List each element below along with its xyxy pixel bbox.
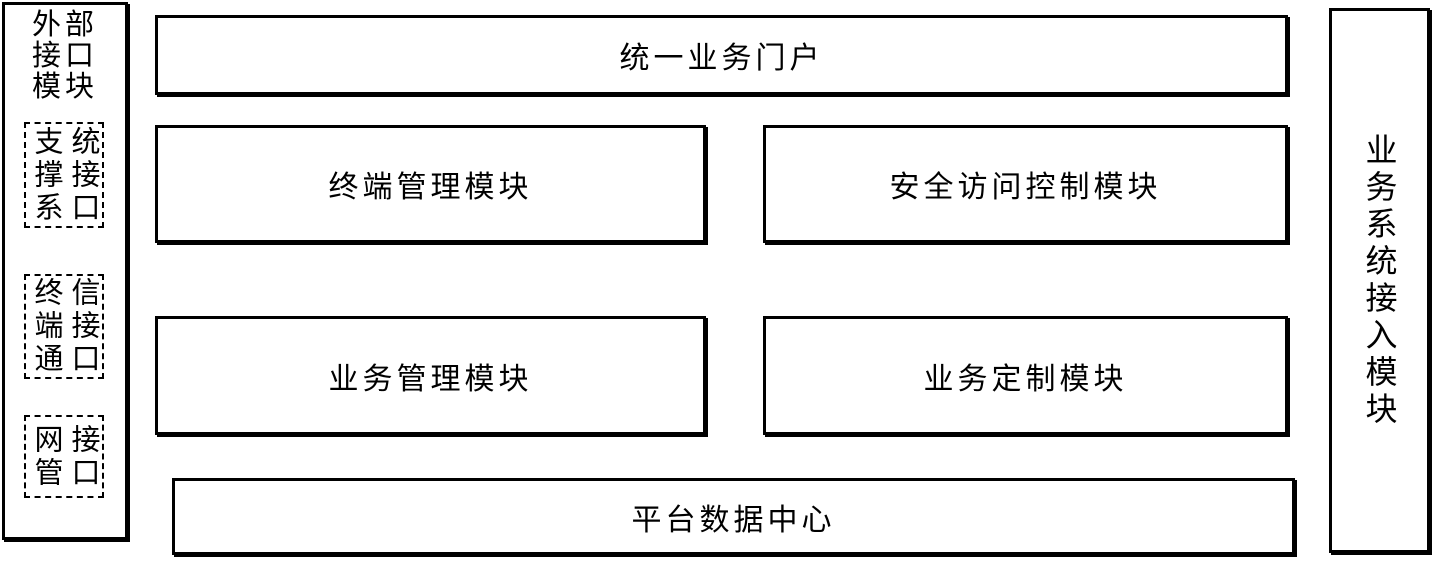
unified-business-portal-label: 统一业务门户 xyxy=(619,42,824,75)
terminal-management-module-label: 终端管理模块 xyxy=(328,171,533,204)
business-system-access-module-label: 业务系统接入模块 xyxy=(1361,132,1398,429)
support-system-interface-box: 支撑系统接口 xyxy=(24,122,104,228)
platform-data-center-label: 平台数据中心 xyxy=(631,503,836,537)
network-management-interface-label: 网管接口 xyxy=(30,423,99,490)
terminal-communication-interface-label: 终端通信接口 xyxy=(30,277,99,376)
support-system-interface-label: 支撑系统接口 xyxy=(30,125,99,225)
business-system-access-module-panel: 业务系统接入模块 xyxy=(1329,8,1430,553)
unified-business-portal-box: 统一业务门户 xyxy=(155,15,1288,95)
security-access-control-module-box: 安全访问控制模块 xyxy=(763,125,1288,243)
business-management-module-label: 业务管理模块 xyxy=(328,362,533,396)
external-interface-module-title: 外部接口模块 xyxy=(31,9,98,103)
external-interface-module-panel: 外部接口模块 支撑系统接口 终端通信接口 网管接口 xyxy=(2,2,128,540)
platform-data-center-box: 平台数据中心 xyxy=(172,478,1295,555)
network-management-interface-box: 网管接口 xyxy=(24,415,104,498)
business-management-module-box: 业务管理模块 xyxy=(155,316,706,435)
terminal-management-module-box: 终端管理模块 xyxy=(155,125,706,243)
business-customization-module-label: 业务定制模块 xyxy=(923,362,1128,396)
security-access-control-module-label: 安全访问控制模块 xyxy=(889,171,1162,204)
business-customization-module-box: 业务定制模块 xyxy=(763,316,1288,435)
terminal-communication-interface-box: 终端通信接口 xyxy=(24,274,104,379)
